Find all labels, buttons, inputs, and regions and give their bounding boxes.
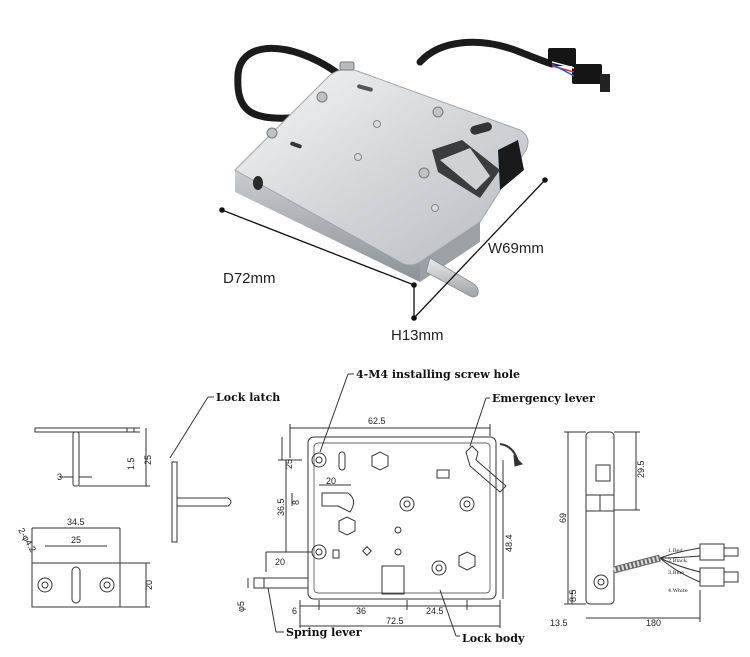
dim-latch-25: 25 [143,455,153,465]
rivet-2 [354,153,362,161]
lock-body-side [235,170,420,282]
dim-side-69: 69 [558,513,568,523]
connector-plug [548,48,610,92]
dim-front-62-5: 62.5 [368,416,386,426]
slot-3 [470,122,492,135]
dim-plate-20: 20 [144,580,154,590]
dim-front-36-5: 36.5 [276,498,286,516]
callout-emergency-lever: Emergency lever [492,392,595,405]
lock-front-view [247,373,523,637]
latch-plate-view [31,527,150,608]
dim-front-20-left: 20 [275,557,285,567]
latch-tongue [440,148,490,190]
dim-plate-25: 25 [71,535,81,545]
side-hole [253,176,263,190]
slot-2 [290,141,302,149]
dim-front-20-top: 20 [326,476,336,486]
wire-label-blue: 3.Blue [668,570,684,576]
callout-spring-lever: Spring lever [286,626,362,639]
screw-1 [316,91,328,103]
wire-label-white: 4.White [668,588,688,594]
wire-label-red: 1.Red [668,548,683,554]
dim-latch-3: 3 [57,472,62,482]
callout-lock-latch: Lock latch [216,391,280,404]
callout-lock-body: Lock body [462,632,525,645]
dim-side-13-5: 13.5 [550,618,568,628]
latch-side-view [34,427,150,487]
photo-dimensions: D72mm W69mm H13mm [219,177,548,344]
dim-plate-34-5: 34.5 [67,517,85,527]
wire-label-black: 2.Black [668,558,688,564]
slot-1 [357,84,373,92]
dim-front-25: 25 [284,459,294,469]
dim-front-48-4: 48.4 [504,534,514,552]
top-screw [339,61,355,71]
cable-right [416,38,556,68]
dim-side-180: 180 [646,618,661,628]
dim-front-6: 6 [292,606,297,616]
label-width: W69mm [488,240,544,257]
dim-side-29-5: 29.5 [636,460,646,478]
label-depth: D72mm [223,270,276,287]
dim-front-24-5: 24.5 [426,606,444,616]
emergency-lever-photo [498,140,524,190]
lock-latch-detail [169,396,232,543]
dim-front-72-5: 72.5 [386,616,404,626]
product-photo [234,38,610,298]
cable [234,44,340,122]
label-height: H13mm [391,327,444,344]
rivet-3 [431,204,439,212]
dim-latch-1-5: 1.5 [126,457,136,470]
screw-3 [266,127,278,139]
rivet-1 [373,120,381,128]
dim-front-phi5: φ5 [236,601,246,612]
callout-screw-holes: 4-M4 installing screw hole [356,368,520,381]
dim-front-36: 36 [356,606,366,616]
screw-4 [418,167,430,179]
dim-front-8: 8 [291,500,301,505]
dim-side-8-5: 8.5 [568,589,578,602]
screw-2 [432,106,444,118]
dim-plate-holes: 2-φ4.2 [16,526,38,554]
lock-side-view [564,431,739,622]
